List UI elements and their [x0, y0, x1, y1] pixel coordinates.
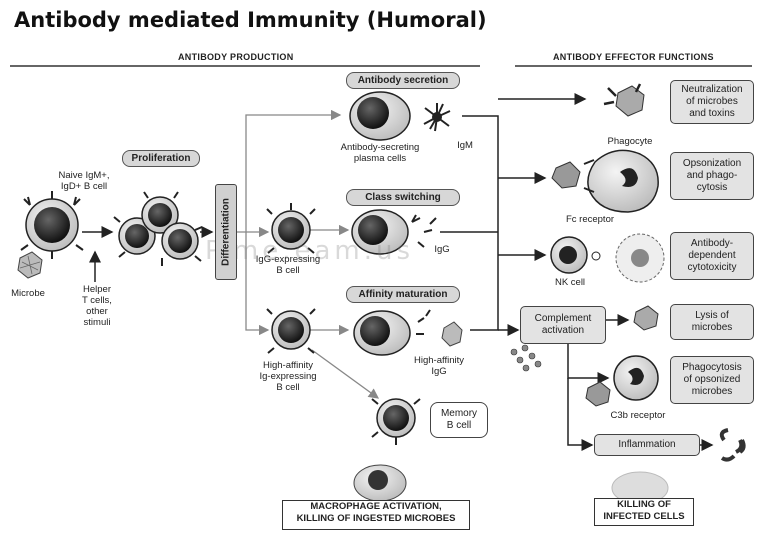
phagocyte-figure	[551, 149, 659, 213]
lysis-microbe	[633, 305, 659, 331]
effector-header: ANTIBODY EFFECTOR FUNCTIONS	[553, 52, 714, 62]
nk-cell-figure	[550, 233, 665, 283]
high-affinity-b-cell-label: High-affinity Ig-expressing B cell	[259, 360, 317, 393]
memory-b-cell-box: Memory B cell	[430, 402, 488, 438]
high-affinity-plasma-cell	[353, 309, 463, 356]
proliferation-pill: Proliferation	[122, 150, 200, 167]
differentiation-label: Differentiation	[220, 198, 232, 266]
nk-cell-label: NK cell	[554, 277, 586, 288]
plasma-cell	[349, 91, 411, 141]
high-affinity-b-cell	[266, 308, 316, 354]
watermark: P.me.eam.us	[205, 236, 415, 266]
production-header: ANTIBODY PRODUCTION	[178, 52, 294, 62]
affinity-maturation-pill: Affinity maturation	[346, 286, 460, 303]
neutralization-figure	[603, 83, 645, 117]
plasma-cells-label: Antibody-secreting plasma cells	[340, 142, 420, 164]
neutralization-box: Neutralization of microbes and toxins	[670, 80, 754, 124]
high-affinity-igg-label: High-affinity IgG	[414, 355, 464, 377]
macrophage-activation-box: MACROPHAGE ACTIVATION, KILLING OF INGEST…	[282, 500, 470, 530]
phagocytosis-opsonized-box: Phagocytosis of opsonized microbes	[670, 356, 754, 404]
differentiation-branches	[236, 109, 380, 399]
microbe-label: Microbe	[11, 288, 45, 299]
proliferating-b-cells	[113, 191, 203, 266]
memory-b-cell	[371, 398, 421, 445]
igg-b-cell-label: IgG-expressing B cell	[255, 254, 321, 276]
helper-label: Helper T cells, other stimuli	[82, 284, 112, 328]
effector-connectors	[440, 93, 714, 451]
class-switching-pill: Class switching	[346, 189, 460, 206]
c3b-receptor-label: C3b receptor	[610, 410, 666, 421]
igg-b-cell	[266, 203, 316, 254]
differentiation-box: Differentiation	[215, 184, 237, 280]
igm-pentamer	[423, 103, 451, 132]
naive-b-cell	[20, 191, 84, 259]
opsonized-phagocyte	[585, 355, 659, 407]
antibody-secretion-pill: Antibody secretion	[346, 72, 460, 89]
inflammation-box: Inflammation	[594, 434, 700, 456]
igm-label: IgM	[457, 140, 473, 151]
complement-activation-box: Complement activation	[520, 306, 606, 344]
page-title: Antibody mediated Immunity (Humoral)	[14, 8, 487, 32]
adcc-box: Antibody- dependent cytotoxicity	[670, 232, 754, 280]
naive-cell-label: Naive IgM+, IgD+ B cell	[58, 170, 110, 192]
igg-plasma-cell	[351, 209, 437, 255]
complement-figure	[510, 344, 542, 372]
phagocyte-label: Phagocyte	[607, 136, 653, 147]
lysis-box: Lysis of microbes	[670, 304, 754, 340]
fc-receptor-label: Fc receptor	[565, 214, 615, 225]
killing-infected-cells-box: KILLING OF INFECTED CELLS	[594, 498, 694, 526]
igg-label: IgG	[434, 244, 450, 255]
opsonization-box: Opsonization and phago- cytosis	[670, 152, 754, 200]
microbe-particle	[17, 251, 43, 279]
inflammation-cells	[719, 428, 746, 462]
